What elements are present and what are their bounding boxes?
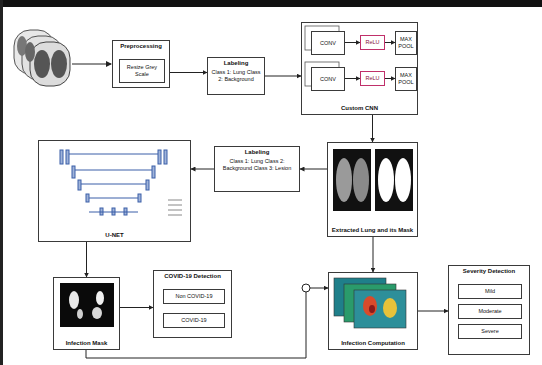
layer-box: CONV bbox=[311, 31, 345, 55]
box-title: Infection Mask bbox=[66, 340, 108, 347]
box-text: COVID-19 bbox=[181, 317, 206, 324]
step-box: Resize Grey Scale bbox=[119, 59, 165, 83]
image-box: Infection Computation bbox=[328, 272, 418, 350]
box-text: CONV bbox=[320, 76, 336, 83]
image-box: Infection Mask bbox=[53, 277, 120, 350]
box-text: MAX POOL bbox=[398, 36, 414, 49]
unet-illustration bbox=[60, 150, 182, 215]
process-box: LabelingClass 1: Lung Class 2: Backgroun… bbox=[207, 57, 265, 95]
flow-arrow bbox=[385, 78, 395, 79]
left-bar bbox=[0, 0, 3, 365]
class-box: Severe bbox=[458, 324, 522, 339]
box-title: COVID-19 Detection bbox=[164, 273, 221, 280]
class-box: Non COVID-19 bbox=[163, 289, 225, 304]
class-box: Moderate bbox=[458, 304, 522, 319]
infection-mask-image bbox=[60, 283, 114, 327]
box-text: Moderate bbox=[478, 308, 501, 315]
heatmap-stack bbox=[334, 278, 406, 328]
flow-arrow bbox=[86, 242, 87, 277]
flow-arrow bbox=[418, 311, 448, 312]
box-text: Non COVID-19 bbox=[176, 293, 213, 300]
box-title: Infection Computation bbox=[341, 340, 405, 347]
process-box: LabelingClass 1: Lung Class 2: Backgroun… bbox=[214, 146, 300, 192]
flow-arrow bbox=[170, 72, 207, 73]
layer-box: ReLU bbox=[360, 71, 385, 86]
layer-box: MAX POOL bbox=[395, 67, 417, 91]
box-text: MAX POOL bbox=[398, 72, 414, 85]
lung-images bbox=[333, 149, 413, 211]
box-title: Extracted Lung and its Mask bbox=[332, 227, 413, 234]
result-box: COVID-19 DetectionNon COVID-19COVID-19 bbox=[153, 270, 232, 338]
box-text: CONV bbox=[320, 40, 336, 47]
flow-arrow bbox=[86, 288, 328, 358]
image-box: Extracted Lung and its Mask bbox=[327, 142, 418, 237]
process-box: PreprocessingResize Grey Scale bbox=[112, 40, 170, 88]
box-text: ReLU bbox=[365, 39, 379, 46]
ct-stack-illustration bbox=[14, 30, 70, 86]
input-arrow bbox=[72, 64, 111, 65]
box-title: U-NET bbox=[105, 232, 123, 239]
box-text: Class 1: Lung Class 2: Background Class … bbox=[217, 158, 297, 171]
layer-box: MAX POOL bbox=[395, 31, 417, 55]
flow-arrow bbox=[265, 76, 301, 77]
network-box: Custom CNN CONV ReLU MAX POOL CONV ReLU MAX PO… bbox=[301, 22, 418, 115]
result-box: Severity DetectionMildModerateSevere bbox=[448, 265, 530, 355]
layer-box: CONV bbox=[311, 67, 345, 91]
box-text: Resize Grey Scale bbox=[122, 64, 162, 77]
box-title: Custom CNN bbox=[341, 105, 378, 112]
flow-arrow bbox=[300, 169, 327, 170]
box-title: Severity Detection bbox=[463, 268, 515, 275]
box-text: ReLU bbox=[365, 75, 379, 82]
box-text: Class 1: Lung Class 2: Background bbox=[210, 69, 262, 82]
class-box: COVID-19 bbox=[163, 313, 225, 328]
network-box: U-NET bbox=[38, 140, 191, 242]
box-text: Severe bbox=[481, 328, 498, 335]
flow-arrow bbox=[191, 169, 214, 170]
box-text: Mild bbox=[485, 288, 495, 295]
junction-circle bbox=[302, 284, 310, 292]
flow-arrow bbox=[373, 237, 374, 272]
top-bar bbox=[0, 0, 542, 7]
flow-arrow bbox=[345, 78, 360, 79]
class-box: Mild bbox=[458, 284, 522, 299]
flow-arrow bbox=[372, 115, 373, 142]
box-title: Labeling bbox=[224, 60, 249, 67]
layer-box: ReLU bbox=[360, 35, 385, 50]
box-title: Preprocessing bbox=[120, 43, 162, 50]
flow-arrow bbox=[385, 42, 395, 43]
box-title: Labeling bbox=[245, 149, 270, 156]
flow-arrow bbox=[120, 307, 153, 308]
flow-arrow bbox=[345, 42, 360, 43]
